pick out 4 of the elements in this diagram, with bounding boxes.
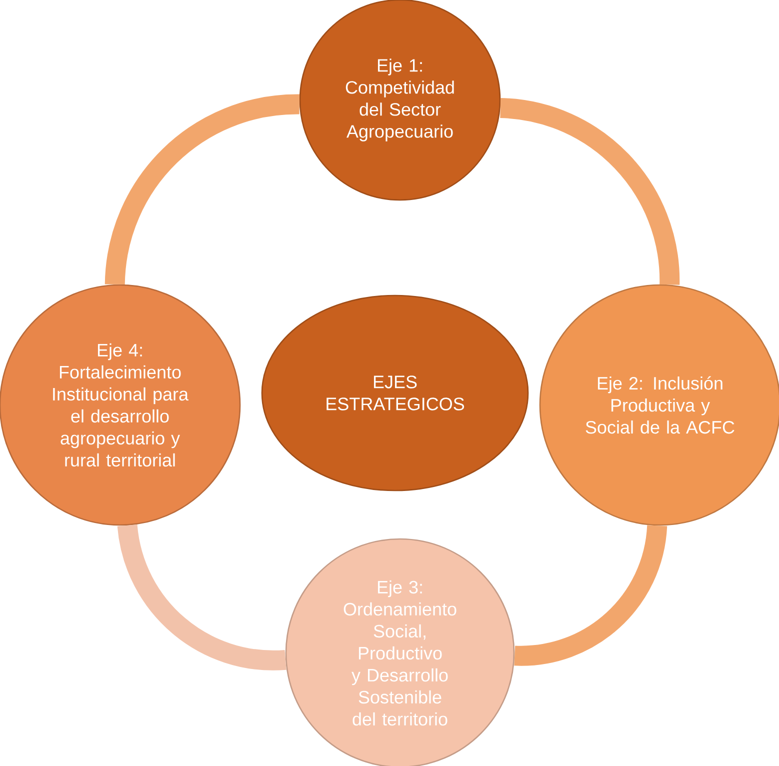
ring-segment bbox=[499, 98, 680, 286]
ring-segment bbox=[514, 524, 668, 666]
ring-segment bbox=[104, 94, 300, 286]
ring-segment bbox=[117, 524, 286, 670]
